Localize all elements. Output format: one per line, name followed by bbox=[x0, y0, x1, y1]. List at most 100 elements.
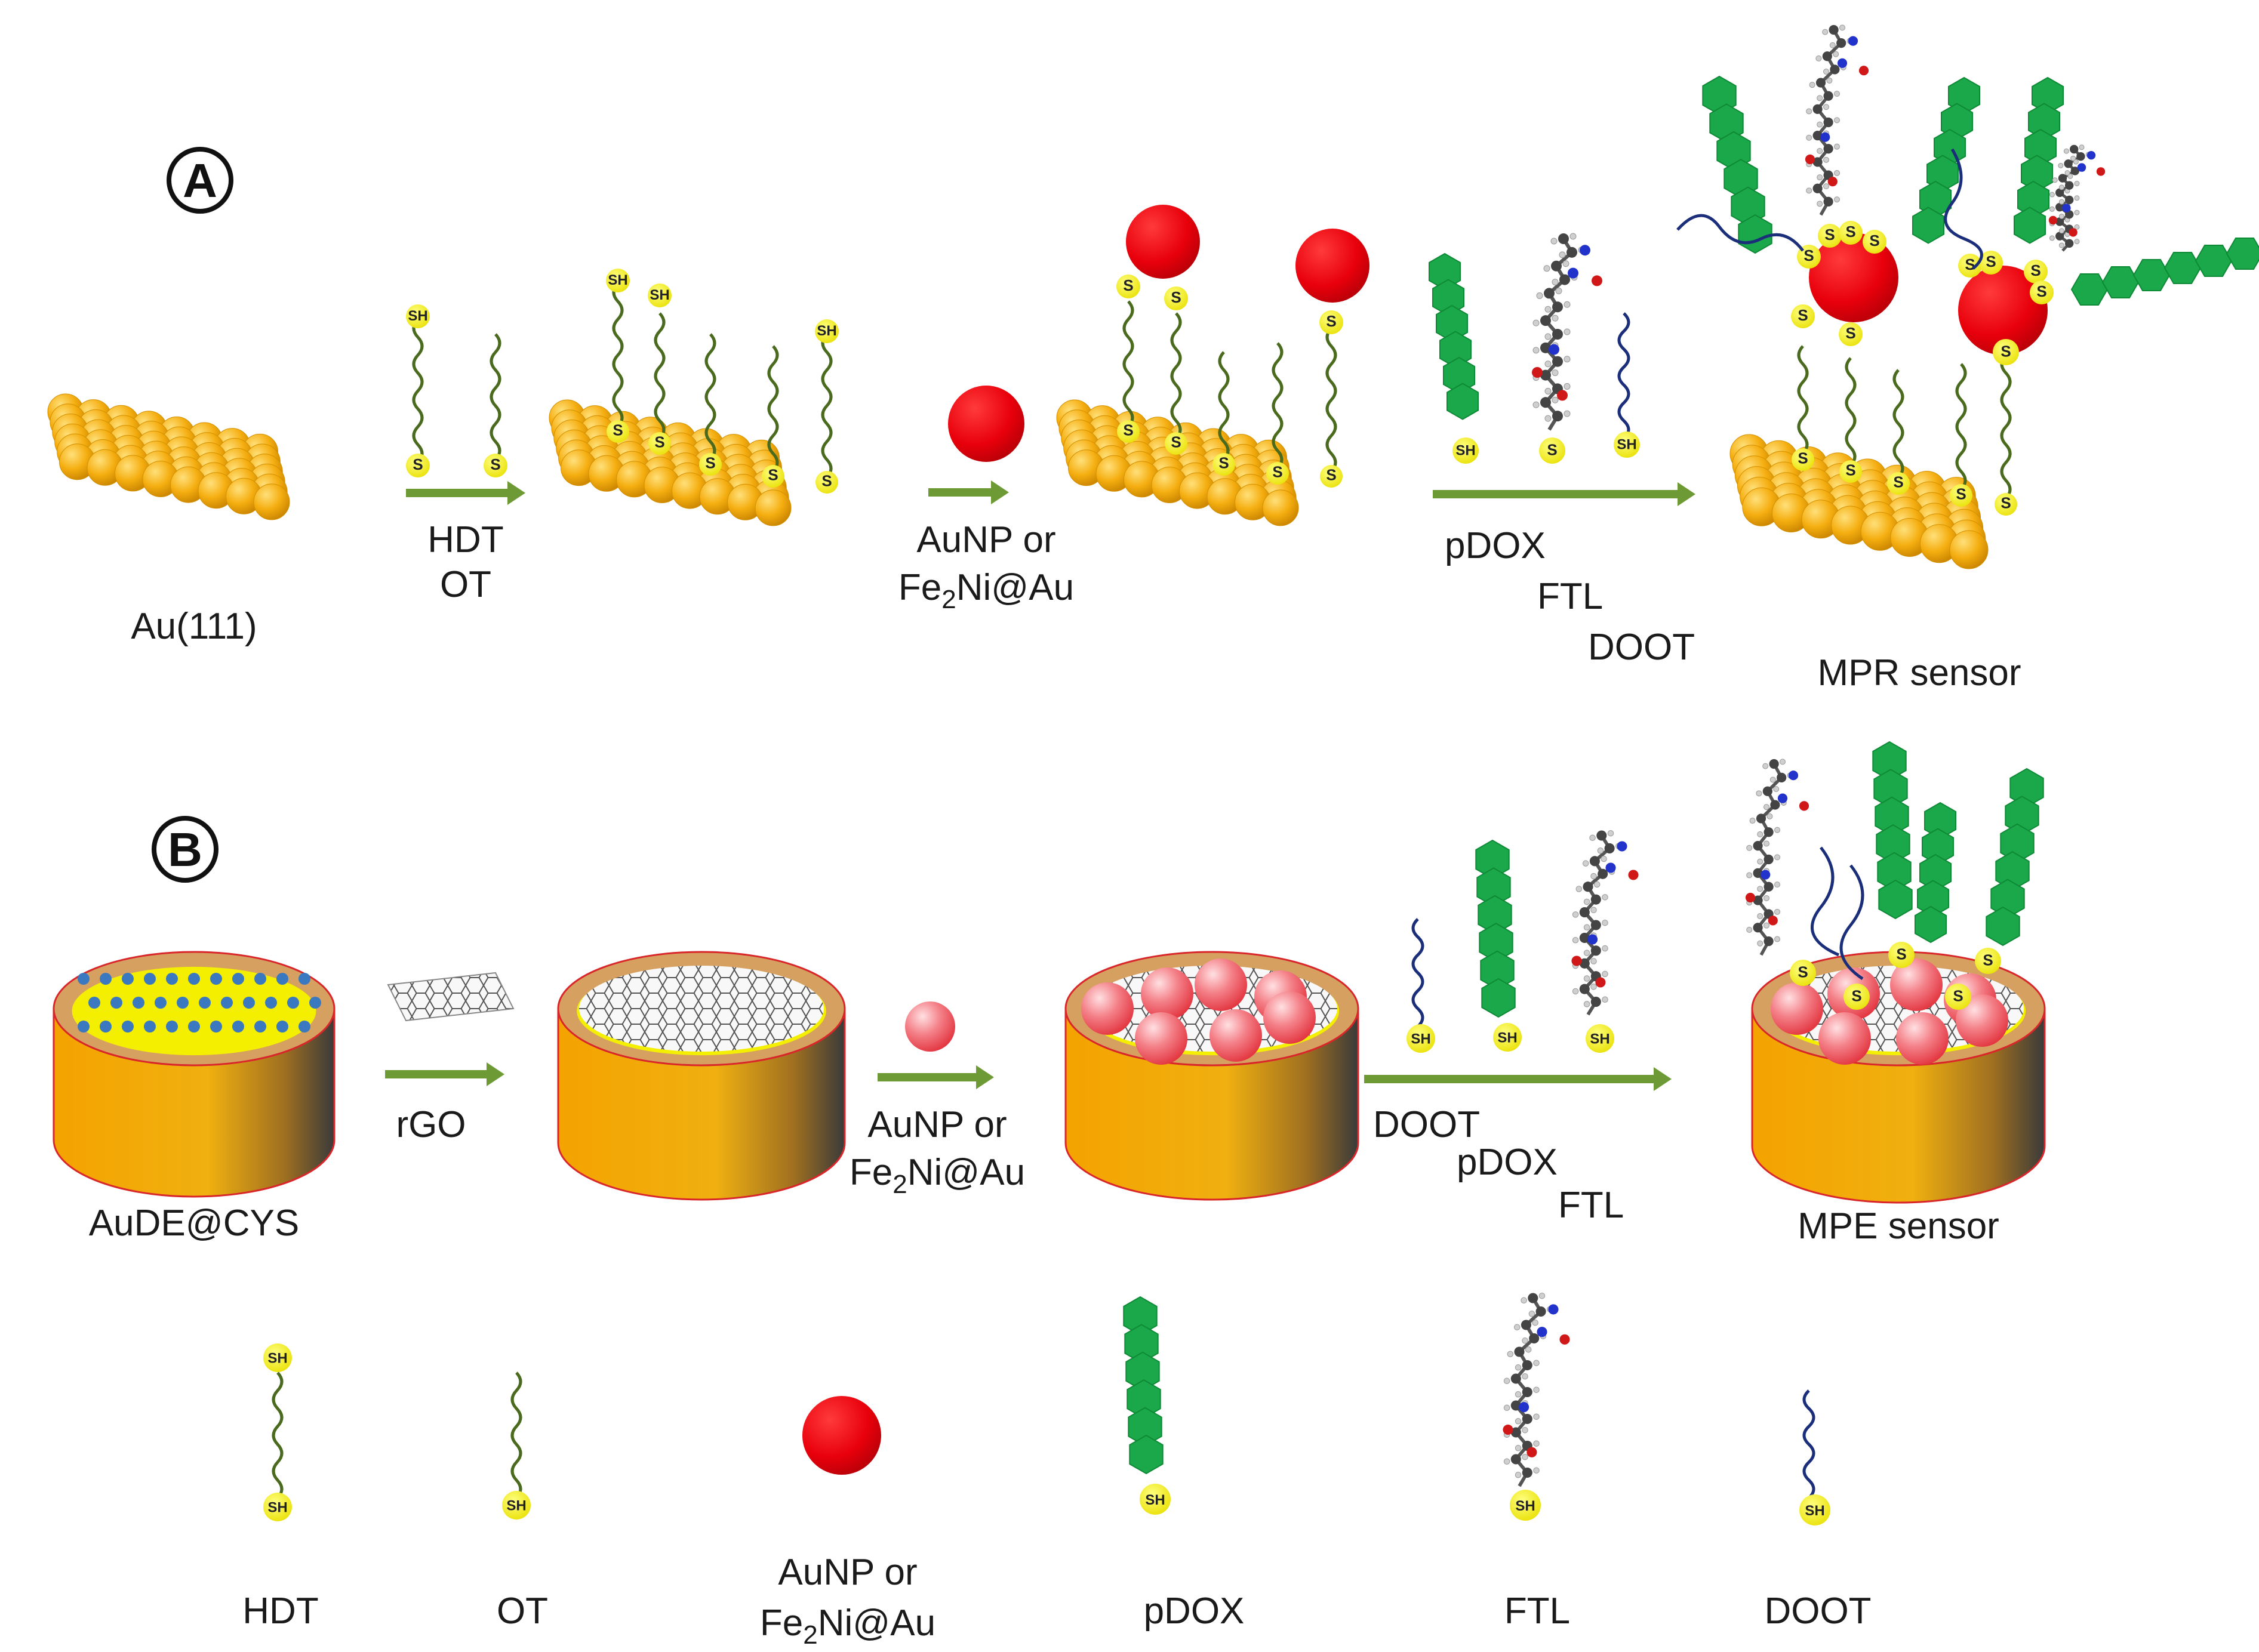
ftl-molecule-icon bbox=[1503, 1292, 1570, 1487]
thiol-label: SH bbox=[1411, 1031, 1430, 1047]
sulfur-atom-icon: S bbox=[406, 454, 430, 477]
thiol-label: SH bbox=[267, 1350, 287, 1366]
pdox-polymer-icon bbox=[2014, 76, 2064, 244]
thiol-label: SH bbox=[650, 287, 669, 303]
doot-chain-icon bbox=[1617, 312, 1630, 440]
nanoparticle-icon bbox=[1896, 1012, 1949, 1065]
nanoparticle-icon bbox=[802, 1396, 881, 1475]
thiol-label: S bbox=[2001, 494, 2011, 512]
sulfur-atom-icon: S bbox=[1950, 484, 1972, 507]
sulfur-atom-icon: S bbox=[1539, 437, 1565, 464]
thiol-label: S bbox=[1326, 312, 1336, 330]
end-label-mpe-sensor: MPE sensor bbox=[1798, 1206, 1999, 1247]
thiol-label: S bbox=[490, 455, 500, 473]
thiol-label: SH bbox=[1805, 1503, 1824, 1519]
sulfur-atom-icon: S bbox=[1839, 460, 1862, 483]
sulfur-atom-icon: S bbox=[1839, 221, 1863, 245]
thiol-label: S bbox=[705, 454, 715, 472]
thiol-label: SH bbox=[1590, 1031, 1609, 1047]
nanoparticle-icon bbox=[1890, 958, 1943, 1011]
thiol-label: S bbox=[1845, 461, 1855, 479]
alkanethiol-chain bbox=[1325, 327, 1337, 473]
label-pdox: pDOX bbox=[1457, 1142, 1558, 1183]
hdt-chain-icon bbox=[412, 318, 424, 464]
thiol-label: S bbox=[1845, 324, 1855, 342]
cysteine-icon bbox=[78, 973, 90, 985]
thiol-label: S bbox=[2036, 282, 2046, 300]
thiol-label: S bbox=[1956, 485, 1966, 503]
thiol-label: SH bbox=[1145, 1492, 1165, 1508]
cysteine-icon bbox=[166, 1021, 178, 1032]
arrow-icon bbox=[406, 481, 525, 505]
cysteine-icon bbox=[144, 973, 156, 985]
thiol-label: SH bbox=[817, 323, 836, 339]
cysteine-icon bbox=[110, 997, 122, 1009]
legend-label-doot: DOOT bbox=[1764, 1591, 1871, 1632]
sulfur-atom-icon: S bbox=[1117, 420, 1140, 443]
sulfur-atom-icon: S bbox=[1993, 339, 2019, 365]
alkanethiol-chain bbox=[1892, 369, 1904, 479]
gold-lattice-icon bbox=[1729, 434, 1989, 569]
thiol-label: SH bbox=[1515, 1498, 1535, 1514]
thiol-label: S bbox=[1272, 463, 1282, 481]
ftl-molecule-icon bbox=[2048, 144, 2106, 252]
nanoparticle-icon bbox=[905, 1001, 955, 1052]
sulfur-atom-icon: S bbox=[1320, 465, 1343, 488]
thiol-label: S bbox=[654, 433, 664, 451]
cysteine-icon bbox=[177, 997, 189, 1009]
ftl-molecule-icon bbox=[1571, 830, 1639, 1016]
cysteine-icon bbox=[188, 1021, 200, 1032]
gold-lattice-icon bbox=[47, 393, 290, 520]
cysteine-icon bbox=[309, 997, 321, 1009]
thiol-label: S bbox=[1983, 951, 1993, 969]
cysteine-icon bbox=[166, 973, 178, 985]
cysteine-icon bbox=[78, 1021, 90, 1032]
nanoparticle-icon bbox=[1818, 1012, 1871, 1065]
cysteine-icon bbox=[133, 997, 144, 1009]
thiol-label: SH bbox=[506, 1497, 526, 1514]
legend-label-aunp-or: AuNP or bbox=[778, 1552, 917, 1593]
alkanethiol-chain bbox=[1218, 351, 1230, 461]
thiol-label: S bbox=[2001, 343, 2011, 360]
alkanethiol-chain bbox=[1955, 363, 1967, 491]
cysteine-icon bbox=[232, 1021, 244, 1032]
cysteine-icon bbox=[298, 973, 310, 985]
legend-label-hdt: HDT bbox=[242, 1591, 318, 1632]
legend-label-ftl: FTL bbox=[1504, 1591, 1570, 1632]
sulfur-atom-icon: SH bbox=[502, 1491, 531, 1520]
rgo-sheet-icon bbox=[387, 972, 515, 1022]
sulfur-atom-icon: S bbox=[1888, 942, 1915, 968]
nanoparticle-icon bbox=[1263, 991, 1316, 1044]
label-aunp-or: AuNP or bbox=[867, 1104, 1007, 1145]
nanoparticle-icon bbox=[1135, 1012, 1187, 1065]
panel-a-letter: A bbox=[183, 154, 217, 207]
thiol-label: S bbox=[1845, 223, 1855, 241]
sulfur-atom-icon: S bbox=[762, 465, 784, 488]
thiol-label: S bbox=[1824, 226, 1835, 244]
sulfur-atom-icon: S bbox=[1945, 984, 1971, 1010]
sulfur-atom-icon: SH bbox=[1140, 1484, 1171, 1515]
sulfur-atom-icon: S bbox=[607, 420, 629, 443]
sulfur-atom-icon: S bbox=[1975, 948, 2001, 974]
cysteine-icon bbox=[199, 997, 211, 1009]
sulfur-atom-icon: S bbox=[1165, 432, 1187, 455]
sulfur-atom-icon: SH bbox=[606, 269, 630, 292]
sulfur-atom-icon: S bbox=[1164, 286, 1188, 310]
sulfur-atom-icon: SH bbox=[1510, 1490, 1541, 1521]
sulfur-atom-icon: SH bbox=[1614, 432, 1640, 458]
nanoparticle-icon bbox=[948, 386, 1024, 462]
nanoparticle-icon bbox=[1809, 233, 1898, 322]
doot-chain-icon bbox=[1411, 918, 1424, 1028]
sulfur-atom-icon: S bbox=[1790, 960, 1816, 986]
sulfur-atom-icon: SH bbox=[1407, 1024, 1435, 1053]
nanoparticle-icon bbox=[1081, 982, 1134, 1035]
cysteine-icon bbox=[287, 997, 299, 1009]
nanoparticle-icon bbox=[1956, 994, 2008, 1047]
thiol-label: S bbox=[2030, 261, 2041, 279]
ot-chain-icon bbox=[490, 333, 501, 461]
thiol-label: SH bbox=[408, 308, 427, 324]
thiol-label: SH bbox=[267, 1499, 287, 1515]
cysteine-icon bbox=[221, 997, 233, 1009]
